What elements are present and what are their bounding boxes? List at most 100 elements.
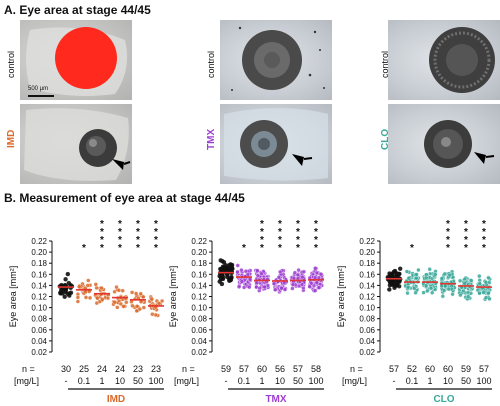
data-point [124,300,129,305]
data-point [228,277,234,283]
data-point [243,269,249,274]
y-tick-label: 0.02 [191,348,207,357]
data-point [483,280,489,285]
significance-star: * [136,243,140,254]
significance-star: * [242,243,246,254]
dose-value: - [225,376,228,386]
significance-star: * [446,219,450,230]
scale-bar [28,95,54,97]
dose-value: 0.1 [238,376,251,386]
data-point [458,292,463,298]
data-point [276,275,282,280]
dose-value: 50 [133,376,143,386]
y-tick-label: 0.22 [31,237,47,246]
data-point [68,290,74,295]
dose-value: 50 [293,376,303,386]
significance-star: * [136,227,140,238]
data-point [481,290,486,295]
data-point [255,273,261,278]
data-point [313,266,318,271]
y-tick-label: 0.04 [31,337,47,346]
n-row-label: n = [350,364,363,374]
y-tick-label: 0.08 [191,315,207,324]
data-point [424,275,429,280]
data-point [477,273,482,279]
data-point [65,271,71,277]
data-point [86,278,91,283]
dose-value: 100 [476,376,491,386]
y-tick-label: 0.18 [359,259,375,268]
significance-star: * [314,227,318,238]
significance-star: * [410,243,414,254]
y-tick-label: 0.08 [359,315,375,324]
data-point [433,272,438,277]
data-point [76,284,82,289]
y-tick-label: 0.08 [31,315,47,324]
micrograph-imd-image [24,108,131,181]
data-point [428,286,434,291]
micrograph-control-imd: 500 µm [20,20,132,100]
data-point [307,284,312,289]
y-tick-label: 0.02 [359,348,375,357]
scale-bar-label: 500 µm [28,86,49,92]
data-point [477,291,482,296]
y-tick-label: 0.02 [31,348,47,357]
y-tick-label: 0.22 [191,237,207,246]
significance-star: * [314,243,318,254]
significance-star: * [260,219,264,230]
y-tick-label: 0.06 [31,326,47,335]
data-point [59,287,64,293]
data-point [442,288,447,293]
significance-star: * [154,219,158,230]
micrograph-tmx [220,104,332,184]
data-point [406,276,411,281]
micrograph-clo-image [424,120,495,168]
data-point [421,290,426,295]
data-point [156,301,162,306]
data-point [94,300,100,306]
data-point [236,284,242,289]
data-point [291,275,297,281]
y-tick-label: 0.10 [191,304,207,313]
data-point [430,290,435,295]
significance-star: * [100,219,104,230]
group-label-imd: IMD [107,394,125,405]
significance-star: * [464,219,468,230]
dose-value: 1 [427,376,432,386]
y-tick-label: 0.14 [191,281,207,290]
n-value: 59 [221,364,231,374]
data-point [278,269,283,275]
data-point [75,295,81,300]
data-point [129,290,135,295]
significance-star: * [482,235,486,246]
data-point [279,286,284,291]
data-point [413,290,418,295]
data-point [313,288,318,293]
data-point [469,278,474,283]
data-point [99,285,104,291]
dose-value: - [65,376,68,386]
n-value: 57 [239,364,249,374]
significance-star: * [278,219,282,230]
data-point [405,290,410,296]
data-point [62,294,67,299]
micrograph-control-tmx-image [231,26,325,91]
y-tick-label: 0.20 [359,248,375,257]
y-tick-label: 0.04 [359,337,375,346]
y-tick-label: 0.06 [359,326,375,335]
data-point [130,303,135,308]
significance-star: * [154,243,158,254]
significance-star: * [154,227,158,238]
micrograph-control-imd-image [26,27,128,97]
dose-value: - [393,376,396,386]
data-point [257,285,262,291]
dose-row-label: [mg/L] [342,376,367,386]
data-point [440,294,445,299]
data-point [457,278,463,283]
data-point [439,276,445,281]
n-value: 23 [151,364,161,374]
micrograph-control-tmx [220,20,332,100]
data-point [442,271,447,277]
data-point [450,292,455,297]
data-point [416,267,421,273]
